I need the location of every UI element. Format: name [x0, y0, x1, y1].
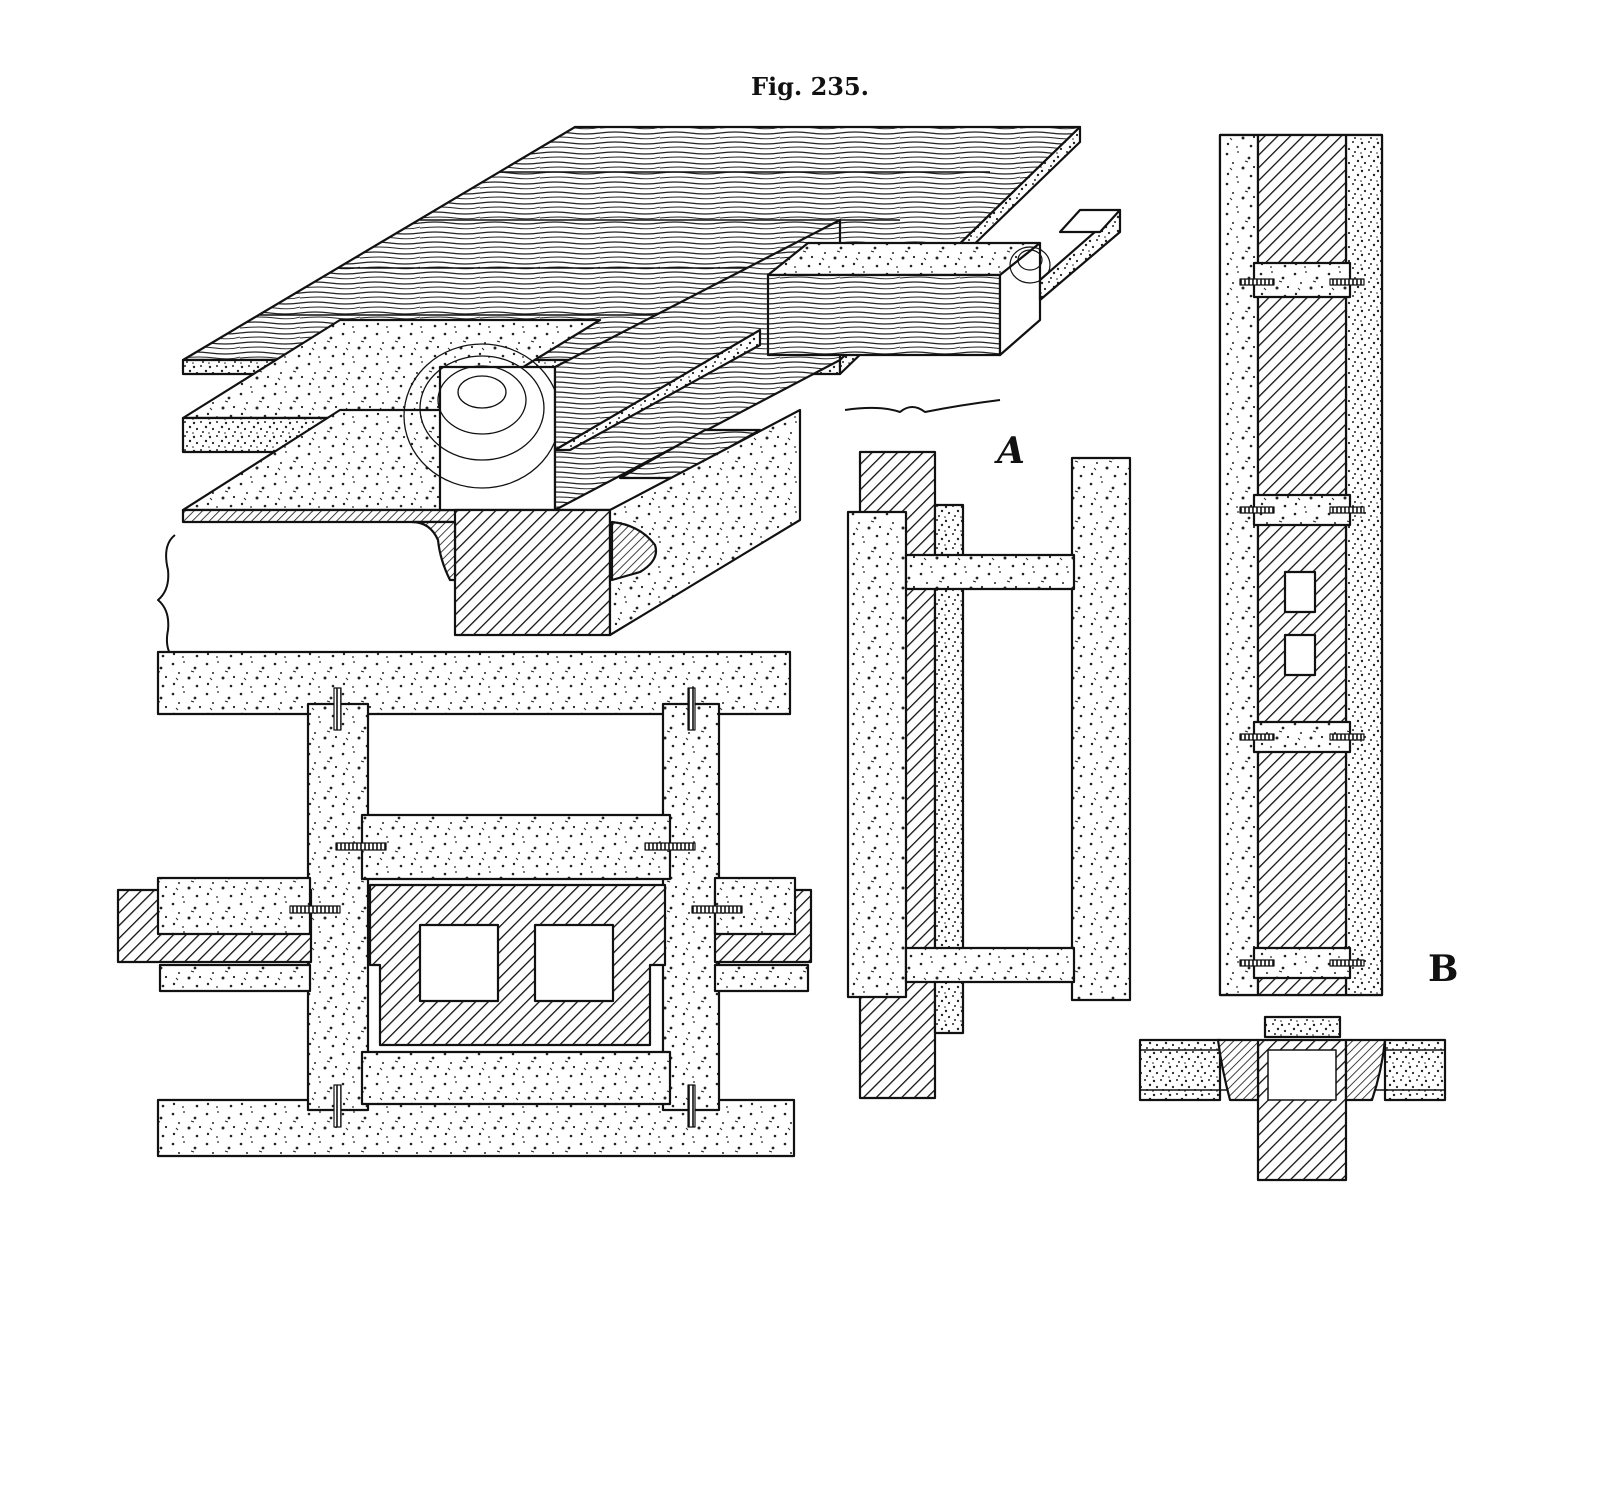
cross-beam-front — [766, 273, 1002, 357]
section-a-top-rail — [904, 553, 1076, 591]
screw — [1239, 959, 1275, 967]
detail-cap — [1263, 1015, 1342, 1039]
screw — [1329, 959, 1365, 967]
plan-view — [116, 650, 813, 1158]
detail-floor-right — [1383, 1038, 1447, 1102]
section-b-opening — [1283, 633, 1317, 677]
screw — [333, 687, 342, 731]
detail-floor-left — [1138, 1038, 1222, 1102]
screw — [335, 842, 387, 851]
label-a: A — [997, 430, 1025, 472]
section-a-right-board — [1070, 456, 1132, 1002]
detail-bracket-right — [1344, 1038, 1387, 1102]
detail-bracket-left — [1216, 1038, 1260, 1102]
joist-end-grain — [438, 365, 557, 512]
screw — [289, 905, 341, 914]
screw — [691, 905, 743, 914]
section-b-left-stipple — [1218, 133, 1260, 997]
section-a-view — [846, 450, 1132, 1100]
section-b-right-stipple — [1344, 133, 1384, 997]
screw — [1329, 506, 1365, 514]
screw — [333, 1084, 342, 1128]
screw — [687, 1084, 696, 1128]
section-a-left-board — [846, 510, 908, 999]
plan-upper-crossbar — [360, 813, 672, 881]
plan-opening-right — [533, 923, 615, 1003]
screw — [644, 842, 696, 851]
section-a-bottom-rail — [904, 946, 1076, 984]
brace-left — [157, 534, 176, 661]
plan-opening-left — [418, 923, 500, 1003]
plan-lower-crossbar — [360, 1050, 672, 1106]
page-title: Fig. 235. — [750, 72, 870, 101]
label-b: B — [1428, 948, 1459, 990]
screw — [1239, 506, 1275, 514]
cornice-moulding — [410, 520, 457, 582]
screw — [1329, 733, 1365, 741]
screw — [1239, 278, 1275, 286]
section-b-detail — [1138, 1015, 1447, 1182]
section-b-view — [1218, 133, 1384, 997]
cross-beam-top — [766, 241, 1042, 277]
screw — [687, 687, 696, 731]
section-b-opening — [1283, 570, 1317, 614]
plan-hatched-block — [368, 883, 667, 1047]
screw — [1239, 733, 1275, 741]
screw — [1329, 278, 1365, 286]
lower-beam-front — [453, 508, 612, 637]
brace-a — [844, 399, 1001, 413]
isometric-floor-view — [157, 125, 1122, 661]
